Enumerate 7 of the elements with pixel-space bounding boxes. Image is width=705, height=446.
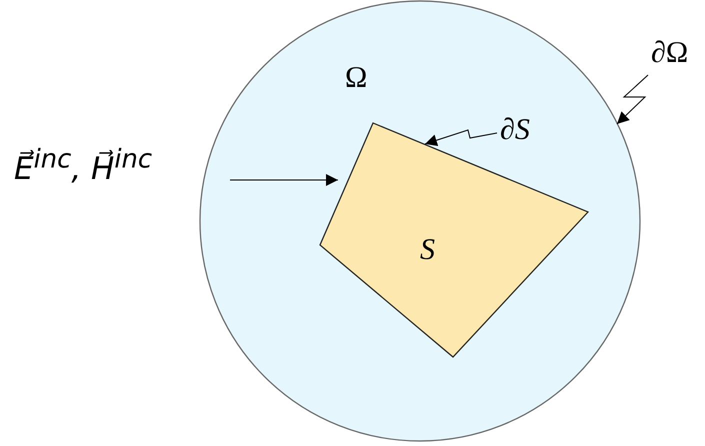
region-label: Ω [345,63,368,93]
region-label: S [420,235,435,265]
math-label: ∂S [500,113,530,146]
leader-arrow [424,129,498,146]
math-label: ∂Ω [651,36,688,69]
arrow [230,174,338,186]
leader-arrow [616,74,648,124]
